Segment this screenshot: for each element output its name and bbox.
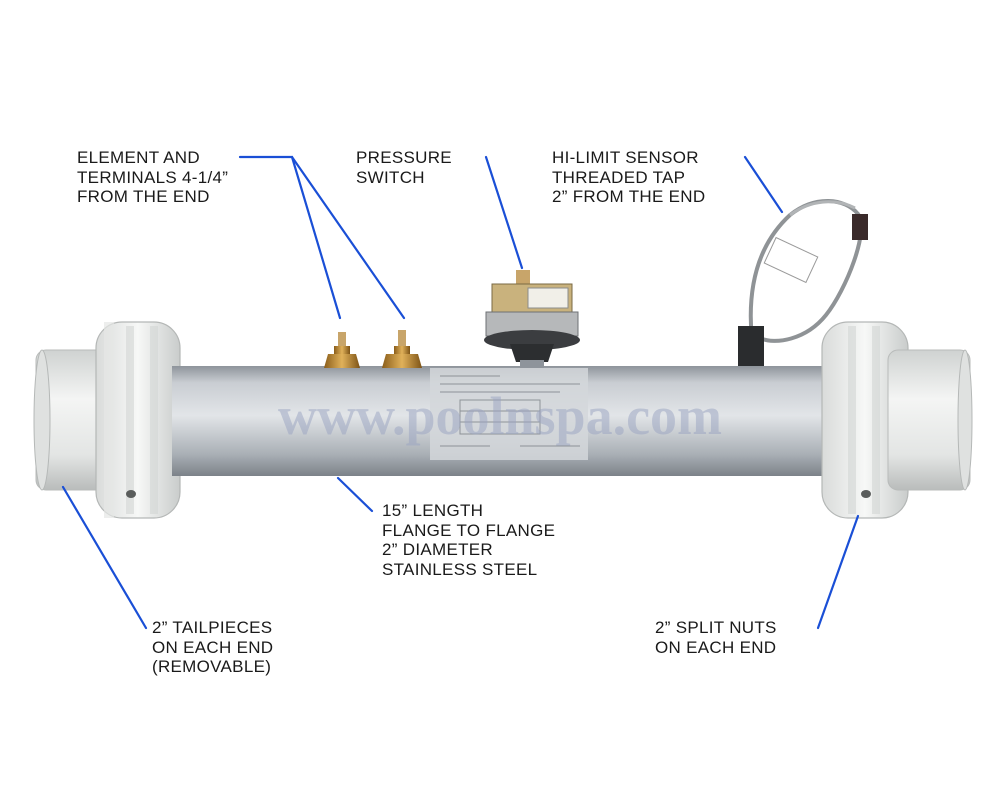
watermark-text: www.poolnspa.com — [278, 386, 722, 446]
terminal-post-icon — [324, 332, 360, 368]
terminal-post-icon — [382, 330, 422, 368]
element-terminals-label: ELEMENT AND TERMINALS 4-1/4” FROM THE EN… — [77, 148, 229, 206]
leader-line-element-2 — [290, 155, 406, 320]
leader-line-tailpiece — [61, 485, 148, 630]
left-split-nut-icon — [95, 321, 181, 519]
leader-line-split-nut — [816, 514, 860, 630]
sensor-cable-icon — [738, 199, 868, 366]
hi-limit-label: HI-LIMIT SENSOR THREADED TAP 2” FROM THE… — [552, 148, 706, 206]
leader-line-hilimit — [743, 155, 784, 214]
right-split-nut-icon — [821, 321, 909, 519]
length-label: 15” LENGTH FLANGE TO FLANGE 2” DIAMETER … — [382, 501, 556, 579]
right-tailpiece-icon — [887, 349, 973, 491]
split-nuts-label: 2” SPLIT NUTS ON EACH END — [655, 618, 777, 657]
leader-line-element — [238, 155, 342, 320]
leader-line-length — [336, 476, 374, 513]
leader-line-pressure — [484, 155, 524, 270]
tailpieces-label: 2” TAILPIECES ON EACH END (REMOVABLE) — [152, 618, 274, 676]
pressure-switch-icon — [484, 270, 580, 368]
heater-tube — [172, 366, 840, 476]
pressure-switch-label: PRESSURE SWITCH — [356, 148, 452, 187]
